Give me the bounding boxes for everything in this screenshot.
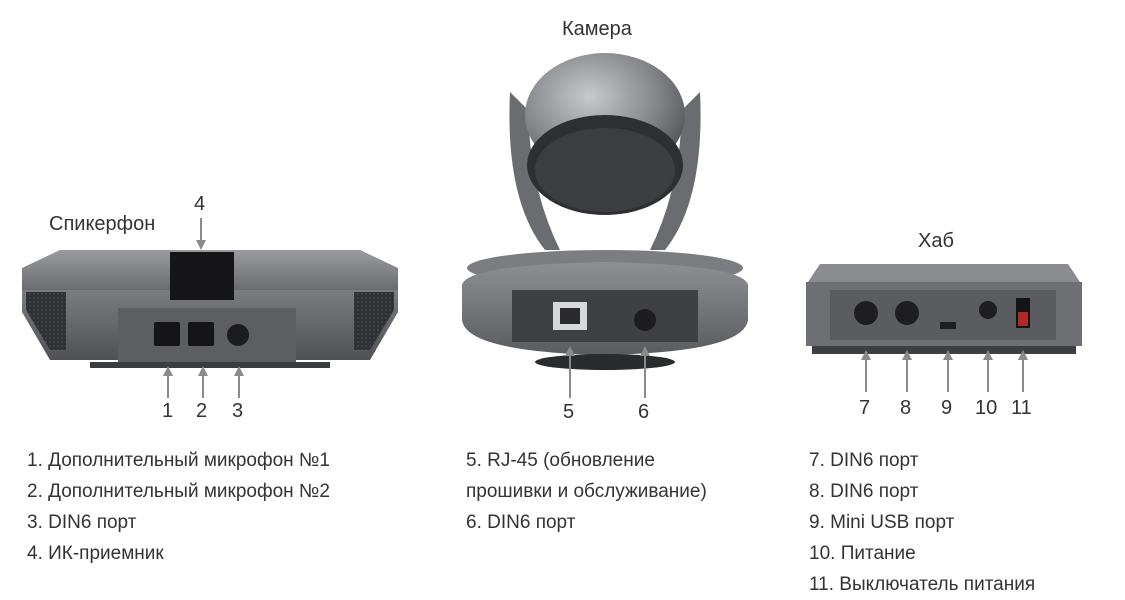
legend-item: 5. RJ-45 (обновление <box>466 450 655 471</box>
camera-title: Камера <box>562 18 632 40</box>
callout-number-3: 3 <box>232 400 244 422</box>
camera-din6-port <box>634 309 656 331</box>
camera-legend: 5. RJ-45 (обновление прошивки и обслужив… <box>466 445 707 538</box>
hub-legend: 7. DIN6 порт 8. DIN6 порт 9. Mini USB по… <box>809 445 1035 600</box>
speakerphone-grille-left <box>26 292 66 350</box>
camera-lens-cover <box>535 128 675 212</box>
camera-device <box>462 53 748 370</box>
legend-item: 8. DIN6 порт <box>809 481 919 502</box>
speakerphone-legend: 1. Дополнительный микрофон №1 2. Дополни… <box>27 445 330 569</box>
legend-item: 10. Питание <box>809 543 916 564</box>
callout-number-8: 8 <box>900 397 912 419</box>
speakerphone-device <box>22 250 398 368</box>
callout-number-9: 9 <box>941 397 953 419</box>
hub-power-jack <box>979 301 997 319</box>
callout-number-11: 11 <box>1011 397 1032 419</box>
legend-item: 1. Дополнительный микрофон №1 <box>27 450 330 471</box>
camera-back-panel <box>512 290 698 342</box>
legend-item: прошивки и обслуживание) <box>466 481 707 502</box>
speakerphone-port-3 <box>227 324 249 346</box>
hub-din6-port-8 <box>895 301 919 325</box>
callout-arrows <box>163 218 1028 398</box>
callout-number-6: 6 <box>638 401 650 423</box>
hub-device <box>806 264 1082 354</box>
hub-mini-usb-port <box>940 322 956 329</box>
speakerphone-port-1 <box>154 322 180 346</box>
callout-number-4: 4 <box>194 193 206 215</box>
callout-number-2: 2 <box>196 400 208 422</box>
callout-number-1: 1 <box>162 400 174 422</box>
legend-item: 9. Mini USB порт <box>809 512 955 533</box>
legend-item: 7. DIN6 порт <box>809 450 919 471</box>
callout-number-7: 7 <box>859 397 871 419</box>
ir-receiver-window <box>170 252 234 300</box>
speakerphone-title: Спикерфон <box>49 213 156 235</box>
speakerphone-port-2 <box>188 322 214 346</box>
hub-din6-port-7 <box>854 301 878 325</box>
callout-number-10: 10 <box>975 397 998 419</box>
hub-title: Хаб <box>918 230 954 252</box>
legend-item: 4. ИК-приемник <box>27 543 164 564</box>
legend-item: 11. Выключатель питания <box>809 574 1036 595</box>
legend-item: 6. DIN6 порт <box>466 512 576 533</box>
callout-number-5: 5 <box>563 401 575 423</box>
legend-item: 3. DIN6 порт <box>27 512 137 533</box>
legend-item: 2. Дополнительный микрофон №2 <box>27 481 330 502</box>
speakerphone-grille-right <box>354 292 394 350</box>
